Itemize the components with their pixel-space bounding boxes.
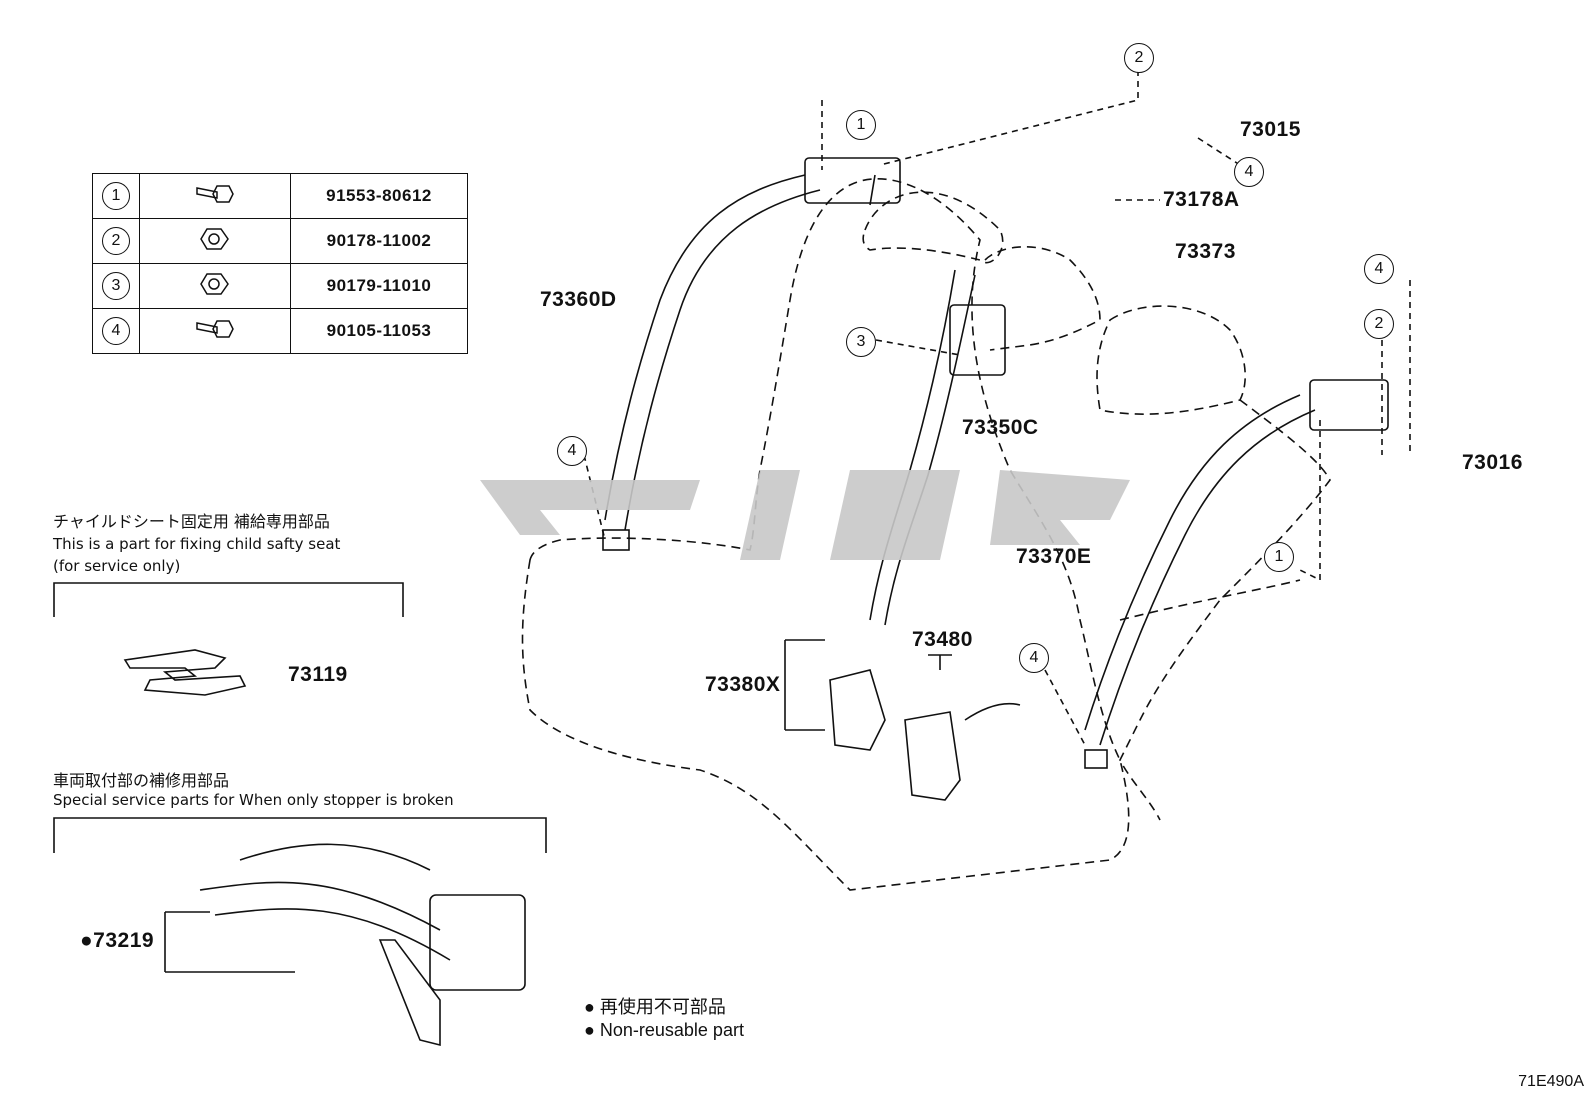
buckle-73380X [829,669,886,751]
seat-outline-left [521,178,1130,891]
table-row: 3 90179-11010 [92,263,468,309]
part-number: 90179-11010 [290,263,468,309]
part-label-73370E: 73370E [1016,545,1092,568]
ref-number: 2 [102,227,130,255]
table-row: 4 90105-11053 [92,308,468,354]
part-label-73373: 73373 [1175,240,1236,263]
child-seat-note-en: This is a part for fixing child safty se… [53,535,341,553]
callout-2: 2 [1364,309,1394,339]
callout-1: 1 [846,110,876,140]
child-seat-bracket [123,649,247,696]
table-row: 1 91553-80612 [92,173,468,219]
part-number: 91553-80612 [290,173,468,219]
part-label-73219: ●73219 [80,929,155,952]
seat-outline-right-body [1119,399,1331,821]
callout-4: 4 [1364,254,1394,284]
part-label-73480: 73480 [912,628,973,651]
part-label-73350C: 73350C [962,416,1039,439]
seat-base-right [1119,579,1301,621]
part-label-73178A: 73178A [1163,188,1240,211]
part-label-73015: 73015 [1240,118,1301,141]
stopper-box [53,817,547,853]
ref-number: 1 [102,182,130,210]
callout-4: 4 [557,436,587,466]
buckle-73480 [904,702,1021,801]
belt-center [869,269,976,626]
part-label-73119: 73119 [288,663,348,686]
callout-4: 4 [1234,157,1264,187]
bolt-icon [196,184,234,203]
stopper-note-jp: 車両取付部の補修用部品 [53,771,230,790]
ref-number: 4 [102,317,130,345]
part-number: 90178-11002 [290,218,468,264]
callout-4: 4 [1019,643,1049,673]
belt-right [1084,394,1316,746]
callout-3: 3 [846,327,876,357]
headrest-left [862,191,1004,264]
bolt-icon [196,319,234,338]
child-seat-box [53,582,404,617]
part-label-73380X: 73380X [705,673,781,696]
diagram-code: 71E490A [1518,1073,1584,1090]
fastener-table: 1 91553-80612 2 90178-11002 3 90179-1101… [92,173,468,354]
seat-outline-center [984,246,1101,351]
stopper-belt [199,843,451,961]
legend-non-reusable-en: ● Non-reusable part [584,1020,744,1040]
stopper-note-en: Special service parts for When only stop… [53,791,454,809]
part-label-73016: 73016 [1462,451,1523,474]
child-seat-note-jp: チャイルドシート固定用 補給専用部品 [53,512,330,531]
part-number: 90105-11053 [290,308,468,354]
ref-number: 3 [102,272,130,300]
child-seat-note-en2: (for service only) [53,557,181,575]
watermark [480,470,1130,560]
belt-left [604,174,821,531]
callout-1: 1 [1264,542,1294,572]
callout-2: 2 [1124,43,1154,73]
nut-icon [200,272,229,295]
nut-icon [200,227,229,250]
legend-non-reusable-jp: ● 再使用不可部品 [584,997,726,1017]
part-label-73360D: 73360D [540,288,617,311]
table-row: 2 90178-11002 [92,218,468,264]
seat-outline-right [1096,305,1246,415]
